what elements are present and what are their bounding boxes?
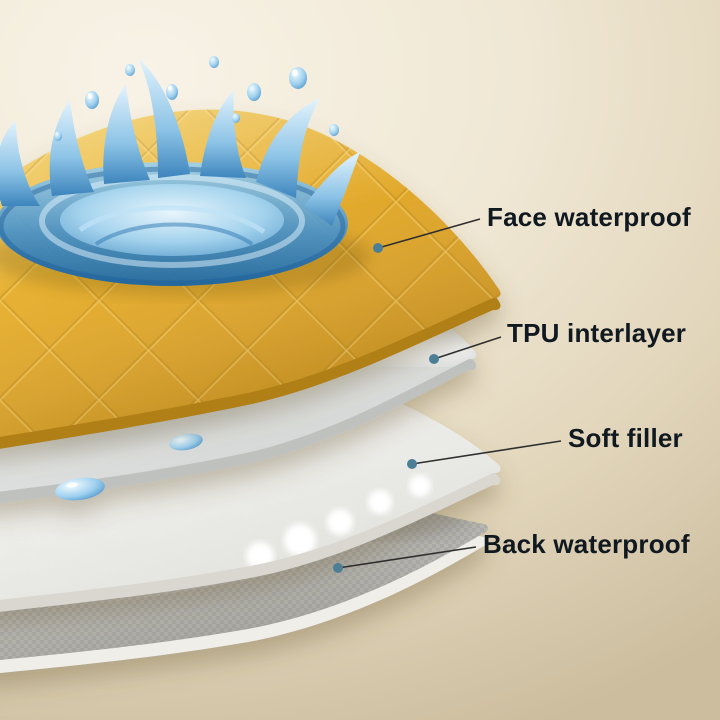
leader-lines [333, 218, 562, 573]
leader-line-filler [411, 440, 562, 465]
leader-line-face [377, 218, 481, 249]
leader-line-tpu [433, 336, 502, 360]
marker-filler [407, 459, 417, 469]
splash-droplets [54, 56, 339, 141]
marker-tpu [429, 354, 439, 364]
marker-back [333, 563, 343, 573]
water-splash-illustration [0, 56, 370, 296]
marker-face [373, 243, 383, 253]
leader-line-back [337, 546, 477, 569]
splash-spikes [0, 58, 360, 226]
